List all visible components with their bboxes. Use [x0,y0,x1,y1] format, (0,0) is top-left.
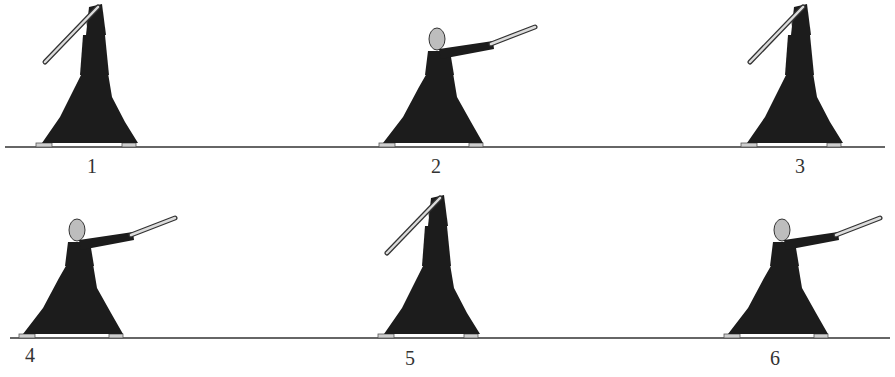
figure-number: 4 [25,345,35,365]
figure-number: 1 [87,156,97,176]
figure-number: 3 [795,156,805,176]
ground-line [10,337,890,339]
figure-number: 2 [431,156,441,176]
figure-number: 6 [770,348,780,368]
figure-number: 5 [405,348,415,368]
